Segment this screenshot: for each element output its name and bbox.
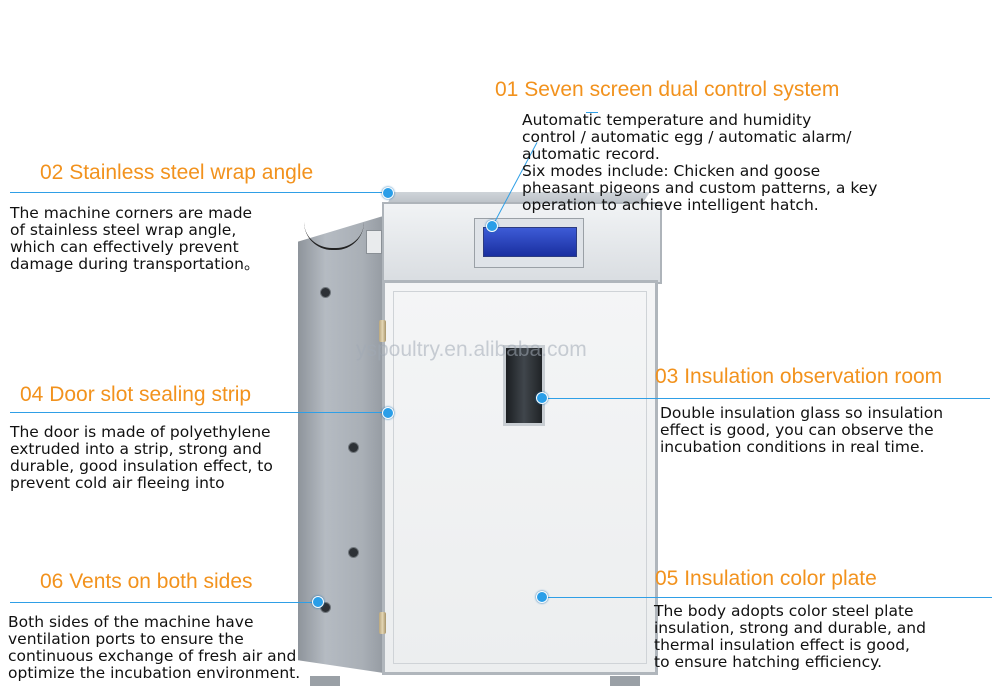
callout-dot-04 [382,407,394,419]
feature-05-desc: The body adopts color steel plate insula… [654,602,926,671]
control-panel-screen [483,227,577,257]
feature-04-title: 04 Door slot sealing strip [20,383,252,406]
feature-05-title: 05 Insulation color plate [655,567,877,590]
callout-dot-05 [536,591,548,603]
vent-hole [320,287,331,298]
door-hinge-bottom [379,612,386,634]
feature-03-desc: Double insulation glass so insulation ef… [660,404,944,456]
callout-line-02 [10,192,388,193]
machine-side-panel [298,214,390,674]
incubator-machine [290,192,670,692]
door-inner-frame [393,291,647,664]
callout-dot-03 [536,392,548,404]
callout-line-06 [10,602,318,603]
vent-hole [348,442,359,453]
incubator-door [382,280,658,675]
feature-02-desc: The machine corners are made of stainles… [10,204,260,273]
watermark: yspoultry.en.alibaba.com [356,338,587,361]
door-hinge-top [379,320,386,342]
power-plug [366,230,382,254]
machine-foot [310,676,340,686]
vent-hole [348,547,359,558]
callout-line-01b [586,112,598,113]
feature-03-title: 03 Insulation observation room [655,365,943,388]
feature-06-desc: Both sides of the machine have ventilati… [8,613,301,682]
feature-02-title: 02 Stainless steel wrap angle [40,161,314,184]
callout-line-04 [10,412,388,413]
callout-dot-02 [382,187,394,199]
observation-window [503,345,545,426]
callout-dot-01 [486,220,498,232]
feature-01-title: 01 Seven screen dual control system [495,78,840,101]
callout-line-05 [542,597,992,598]
feature-04-desc: The door is made of polyethylene extrude… [10,423,273,492]
vent-hole [320,602,331,613]
feature-01-desc: Automatic temperature and humidity contr… [522,111,878,214]
callout-line-03 [542,398,990,399]
machine-foot [610,676,640,686]
feature-06-title: 06 Vents on both sides [40,570,253,593]
power-cable [304,222,364,250]
callout-dot-06 [312,596,324,608]
